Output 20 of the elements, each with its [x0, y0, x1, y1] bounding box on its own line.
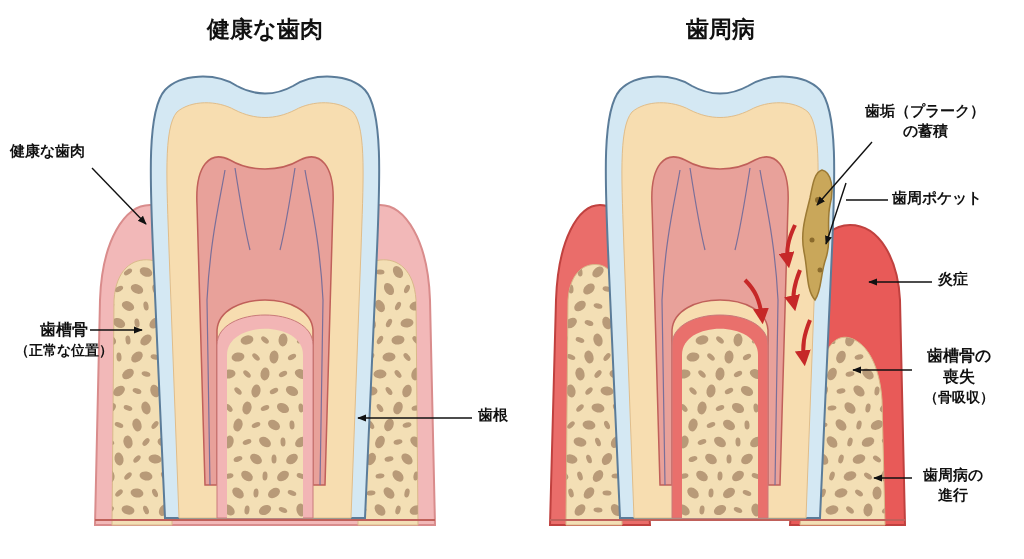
leader-line	[868, 278, 933, 286]
callout-label: 歯垢（プラーク）の蓄積	[862, 102, 988, 141]
callout-label: 歯周ポケット	[892, 189, 997, 209]
callout-label: 歯根	[478, 406, 523, 426]
panel-title: 歯周病	[685, 15, 755, 44]
panel-title: 健康な歯肉	[207, 15, 323, 44]
callout-label: 歯槽骨	[39, 320, 89, 341]
leader-line	[816, 141, 873, 206]
callout-label: 歯周病の進行	[918, 466, 987, 505]
leader-line	[91, 167, 147, 225]
leader-line	[825, 182, 889, 245]
callout-label: 健康な歯肉	[10, 142, 100, 162]
callout-note: （骨吸収）	[923, 387, 995, 406]
leader-line	[89, 326, 143, 334]
callout-label: 炎症	[938, 270, 983, 290]
leader-line	[852, 366, 913, 374]
leader-line	[873, 474, 913, 482]
callout-label: 歯槽骨の喪失	[926, 346, 992, 388]
callout-note: （正常な位置）	[14, 340, 114, 359]
leader-line	[357, 414, 473, 422]
